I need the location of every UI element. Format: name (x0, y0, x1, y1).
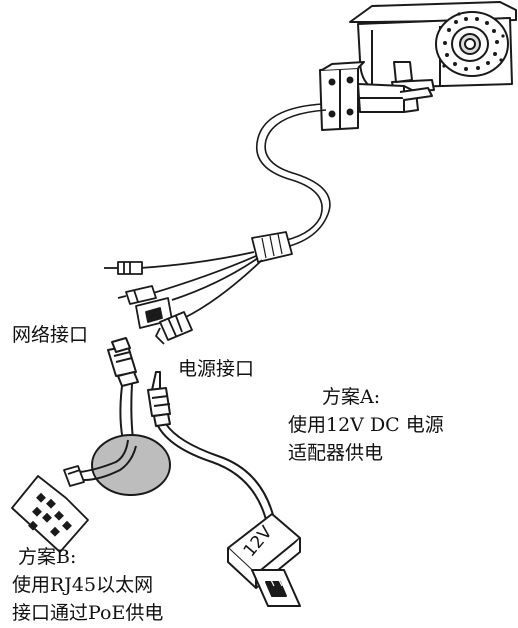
cable-junction (251, 231, 293, 263)
plan-a-line2: 适配器供电 (288, 442, 384, 464)
lead-connectors (104, 261, 193, 345)
dc-plug (147, 371, 171, 427)
plan-a-line1: 使用12V DC 电源 (288, 414, 444, 436)
breakout-leads (139, 251, 263, 319)
plan-b-line2: 接口通过PoE供电 (12, 602, 164, 624)
plan-a-title: 方案A: (322, 386, 381, 408)
plan-b-title: 方案B: (18, 546, 77, 568)
poe-hub (79, 434, 171, 496)
main-cable (256, 103, 331, 249)
power-cable (157, 423, 277, 529)
bullet-camera (349, 1, 517, 93)
rj45-plug (107, 337, 139, 387)
plan-b-line1: 使用RJ45以太网 (12, 574, 154, 596)
wall-socket (11, 465, 89, 553)
power-adapter: 12V (227, 513, 301, 607)
network-port-label: 网络接口 (12, 324, 89, 346)
power-port-label: 电源接口 (178, 358, 255, 380)
